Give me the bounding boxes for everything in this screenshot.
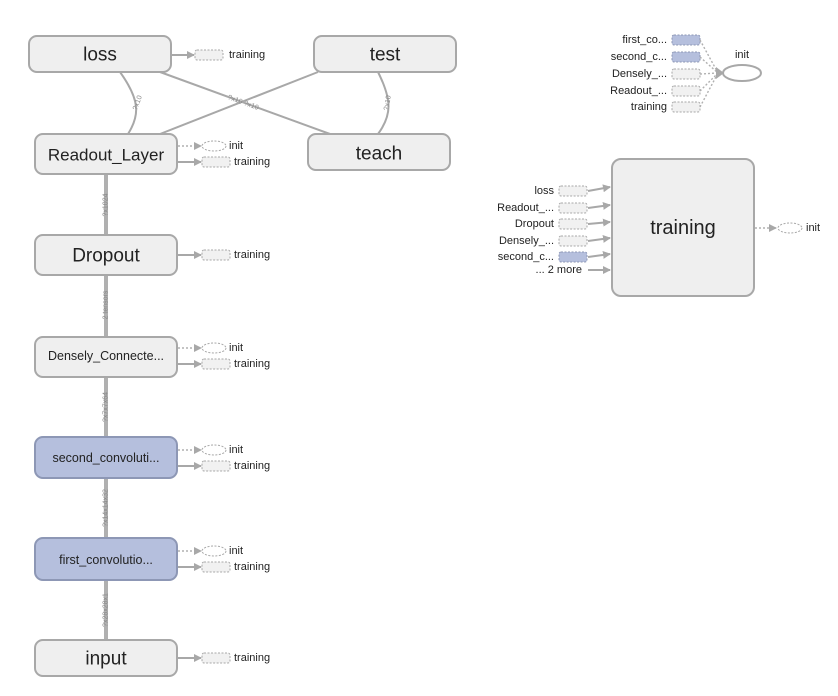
svg-text:training: training xyxy=(234,460,270,472)
svg-text:training: training xyxy=(234,249,270,261)
svg-text:Readout_...: Readout_... xyxy=(610,85,667,97)
node-label-densely: Densely_Connecte... xyxy=(48,349,164,363)
aux-first-init[interactable]: init xyxy=(178,545,243,557)
node-teach[interactable]: teach xyxy=(307,133,451,171)
node-init[interactable]: init xyxy=(722,49,762,82)
aux-second-training[interactable]: training xyxy=(178,460,270,472)
node-label-loss: loss xyxy=(83,45,117,66)
node-label-input: input xyxy=(85,649,127,670)
svg-text:Densely_...: Densely_... xyxy=(612,68,667,80)
svg-text:training: training xyxy=(234,652,270,664)
aux-first-training[interactable]: training xyxy=(178,561,270,573)
svg-text:training: training xyxy=(631,101,667,113)
init-input-first-co[interactable]: first_co... xyxy=(622,34,719,74)
svg-text:training: training xyxy=(234,156,270,168)
init-input-readout[interactable]: Readout_... xyxy=(610,72,719,97)
aux-readout-training[interactable]: training xyxy=(178,156,270,168)
init-input-second-c[interactable]: second_c... xyxy=(611,51,719,74)
aux-densely-init[interactable]: init xyxy=(178,342,243,354)
node-first-convolution[interactable]: first_convolutio... xyxy=(34,537,178,581)
edge-label-dropout-densely: 2 tensors xyxy=(103,290,110,319)
edge-label-second-first: ?x14x14x32 xyxy=(103,489,110,527)
node-test[interactable]: test xyxy=(313,35,457,73)
training-input-densely[interactable]: Densely_... xyxy=(499,234,611,247)
init-input-densely[interactable]: Densely_... xyxy=(612,68,719,80)
edge-test-readout xyxy=(159,71,319,135)
training-input-dropout[interactable]: Dropout xyxy=(515,218,611,230)
node-dropout[interactable]: Dropout xyxy=(34,234,178,276)
training-input-more[interactable]: ... 2 more xyxy=(536,264,611,276)
training-input-loss[interactable]: loss xyxy=(534,184,611,197)
training-inputs: loss Readout_... Dropout Densely_... sec xyxy=(497,184,611,276)
svg-text:init: init xyxy=(229,140,243,152)
init-group: first_co... second_c... Densely_... Read… xyxy=(610,34,762,113)
svg-text:Dropout: Dropout xyxy=(515,218,554,230)
node-label-teach: teach xyxy=(356,144,402,165)
node-second-convolution[interactable]: second_convoluti... xyxy=(34,436,178,479)
node-label-test: test xyxy=(370,45,401,66)
training-input-second-c[interactable]: second_c... xyxy=(498,250,611,263)
init-input-training[interactable]: training xyxy=(631,72,719,113)
svg-text:Readout_...: Readout_... xyxy=(497,202,554,214)
aux-second-init[interactable]: init xyxy=(178,444,243,456)
edge-label-loss-readout: ?x10 xyxy=(132,95,144,112)
svg-text:training: training xyxy=(234,561,270,573)
edge-label-readout-dropout: ?x1024 xyxy=(103,193,110,216)
edge-test-teach xyxy=(377,71,390,135)
training-input-readout[interactable]: Readout_... xyxy=(497,201,611,214)
init-arrowhead xyxy=(716,67,724,79)
svg-text:first_co...: first_co... xyxy=(622,34,667,46)
svg-text:init: init xyxy=(229,545,243,557)
edge-label-densely-second: ?x7x7x64 xyxy=(103,392,110,422)
edge-loss-teach xyxy=(159,71,331,135)
node-label-second-conv: second_convoluti... xyxy=(52,451,159,465)
svg-text:second_c...: second_c... xyxy=(611,51,667,63)
svg-text:init: init xyxy=(229,444,243,456)
aux-dropout-training[interactable]: training xyxy=(178,249,270,261)
aux-training-init[interactable]: init xyxy=(755,222,820,234)
node-training[interactable]: training xyxy=(611,158,755,297)
svg-text:loss: loss xyxy=(534,185,554,197)
init-inputs: first_co... second_c... Densely_... Read… xyxy=(610,34,719,113)
node-readout-layer[interactable]: Readout_Layer xyxy=(34,133,178,175)
node-label-init: init xyxy=(735,49,749,61)
aux-input-training[interactable]: training xyxy=(178,652,270,664)
node-densely-connected[interactable]: Densely_Connecte... xyxy=(34,336,178,378)
aux-loss-training[interactable]: training xyxy=(172,49,265,61)
svg-text:... 2 more: ... 2 more xyxy=(536,264,582,276)
svg-text:init: init xyxy=(229,342,243,354)
node-label-training: training xyxy=(650,217,716,239)
node-label-first-conv: first_convolutio... xyxy=(59,553,153,567)
edge-label-first-input: ?x28x28x1 xyxy=(103,593,110,627)
edge-loss-readout xyxy=(119,71,138,135)
svg-text:training: training xyxy=(229,49,265,61)
node-loss[interactable]: loss xyxy=(28,35,172,73)
edge-label-test-teach: ?x10 xyxy=(383,95,393,111)
svg-text:init: init xyxy=(806,222,820,234)
training-group: loss Readout_... Dropout Densely_... sec xyxy=(497,158,820,297)
aux-densely-training[interactable]: training xyxy=(178,358,270,370)
node-label-readout: Readout_Layer xyxy=(48,146,165,165)
edges xyxy=(104,71,390,640)
node-input[interactable]: input xyxy=(34,639,178,677)
svg-text:Densely_...: Densely_... xyxy=(499,235,554,247)
svg-text:second_c...: second_c... xyxy=(498,251,554,263)
aux-readout-init[interactable]: init xyxy=(178,140,243,152)
node-label-dropout: Dropout xyxy=(72,246,140,267)
svg-text:training: training xyxy=(234,358,270,370)
